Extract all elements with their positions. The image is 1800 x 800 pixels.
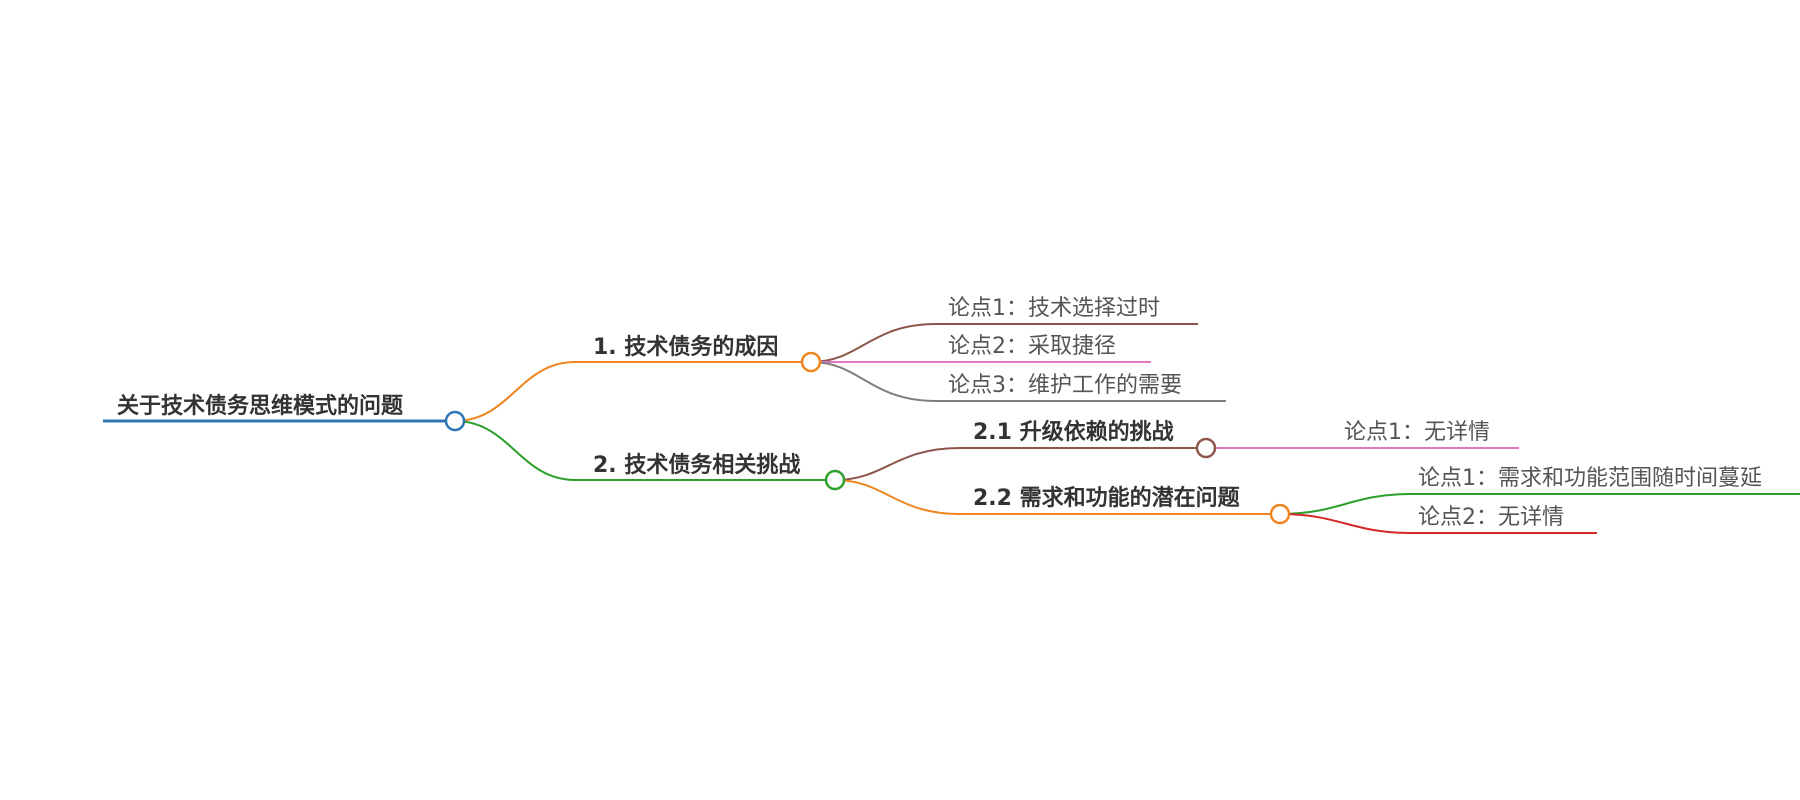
node-sub-requirements[interactable]: 2.2 需求和功能的潜在问题	[973, 486, 1240, 511]
node-leaf-maintenance[interactable]: 论点3：维护工作的需要	[948, 373, 1182, 398]
node-circle-sub1[interactable]	[1195, 437, 1217, 459]
node-leaf-shortcuts[interactable]: 论点2：采取捷径	[948, 334, 1116, 359]
node-leaf-no-details-1[interactable]: 论点1：无详情	[1344, 420, 1490, 445]
node-leaf-no-details-2[interactable]: 论点2：无详情	[1418, 505, 1564, 530]
edge-branch2-sub1	[834, 447, 1206, 481]
node-circle-root[interactable]	[444, 410, 466, 432]
node-branch-causes[interactable]: 1. 技术债务的成因	[593, 335, 779, 360]
node-sub-upgrade-deps[interactable]: 2.1 升级依赖的挑战	[973, 420, 1174, 445]
node-leaf-scope-creep[interactable]: 论点1：需求和功能范围随时间蔓延	[1418, 466, 1762, 491]
edge-root-branch1	[454, 361, 811, 422]
node-leaf-outdated-tech[interactable]: 论点1：技术选择过时	[948, 296, 1160, 321]
edge-sub2-leaf1	[1279, 493, 1800, 515]
node-root[interactable]: 关于技术债务思维模式的问题	[117, 394, 404, 419]
edge-branch2-sub2	[834, 479, 1280, 515]
node-circle-sub2[interactable]	[1269, 503, 1291, 525]
edge-branch1-leaf3	[810, 361, 1226, 402]
edge-root-branch2	[454, 420, 835, 481]
edge-branch1-leaf1	[810, 323, 1198, 363]
node-branch-challenges[interactable]: 2. 技术债务相关挑战	[593, 453, 801, 478]
edge-sub2-leaf2	[1279, 513, 1597, 534]
node-circle-branch1[interactable]	[800, 351, 822, 373]
node-circle-branch2[interactable]	[824, 469, 846, 491]
